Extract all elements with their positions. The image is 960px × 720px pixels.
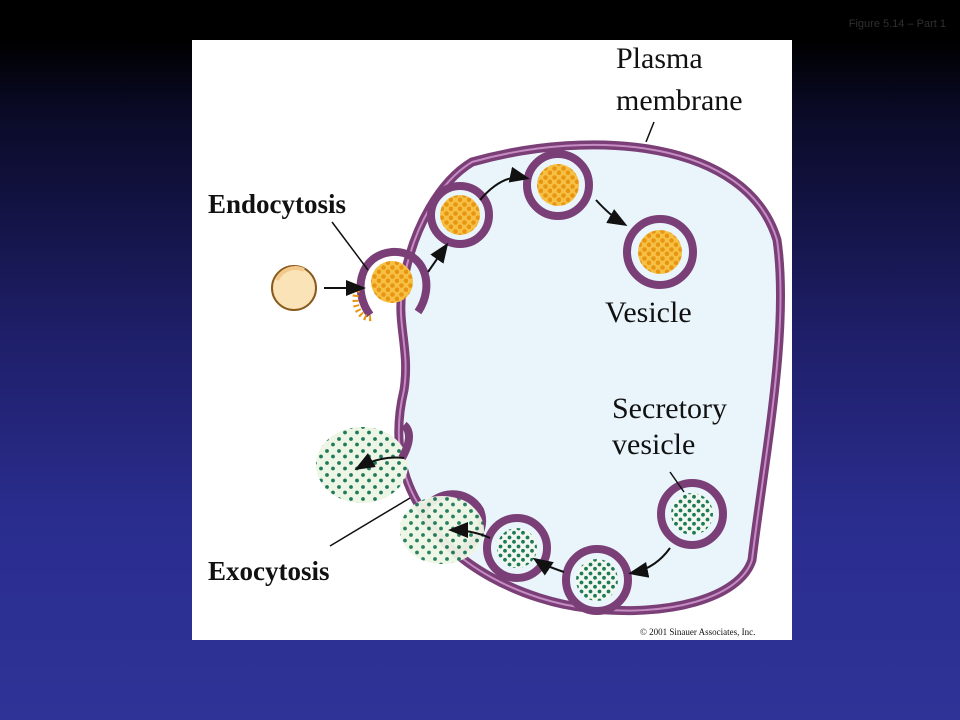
arrow-internalize bbox=[479, 166, 530, 201]
arrow-bud bbox=[427, 242, 449, 273]
arrow-release bbox=[354, 453, 405, 470]
arrow-fuse bbox=[532, 557, 565, 576]
label-secretory-vesicle-1: Secretory bbox=[612, 392, 727, 425]
arrow-to-membrane bbox=[628, 547, 671, 578]
leader-plasma-membrane bbox=[645, 121, 655, 143]
figure-panel: Plasma membrane Endocytosis Vesicle Secr… bbox=[192, 40, 792, 640]
label-plasma-membrane-1: Plasma bbox=[616, 42, 703, 75]
label-exocytosis: Exocytosis bbox=[208, 556, 330, 586]
exocytosis-sequence bbox=[316, 421, 727, 615]
label-endocytosis: Endocytosis bbox=[208, 189, 346, 219]
label-secretory-vesicle-2: vesicle bbox=[612, 428, 695, 461]
label-vesicle: Vesicle bbox=[605, 296, 692, 329]
copyright-notice: © 2001 Sinauer Associates, Inc. bbox=[640, 627, 755, 637]
endocytosis-sequence bbox=[271, 150, 697, 322]
extracellular-particle bbox=[271, 265, 317, 311]
label-plasma-membrane-2: membrane bbox=[616, 84, 743, 117]
leader-secretory-vesicle bbox=[669, 471, 685, 493]
leader-exocytosis bbox=[329, 497, 411, 547]
arrow-open bbox=[448, 522, 491, 539]
cell-diagram: Plasma membrane Endocytosis Vesicle Secr… bbox=[208, 42, 786, 637]
leader-endocytosis bbox=[331, 221, 369, 271]
arrow-to-vesicle bbox=[595, 199, 628, 226]
figure-number-label: Figure 5.14 – Part 1 bbox=[848, 18, 946, 30]
